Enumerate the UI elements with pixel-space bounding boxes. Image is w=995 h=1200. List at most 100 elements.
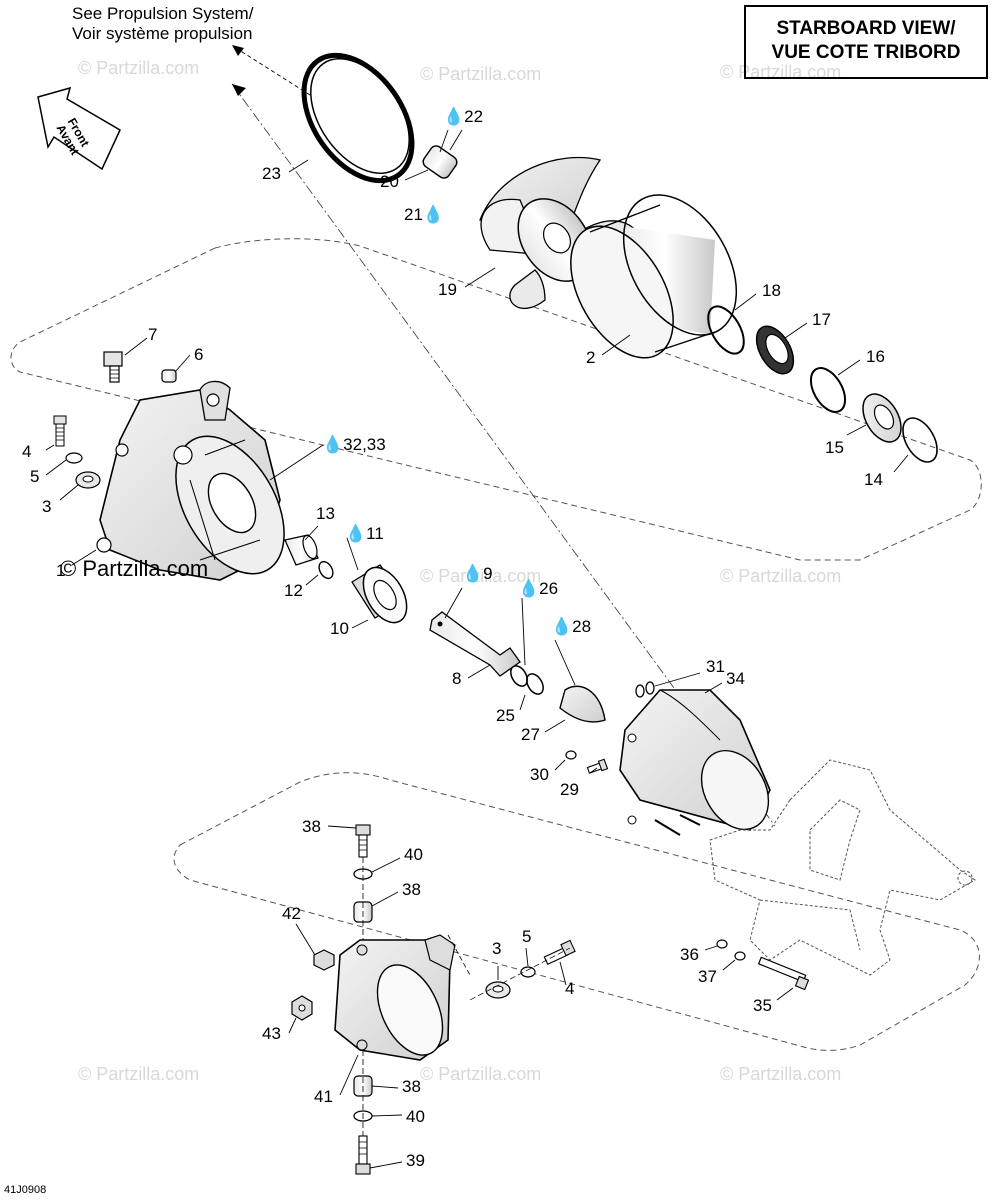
watermark: © Partzilla.com (420, 1064, 542, 1084)
reference-note-en: See Propulsion System/ (72, 4, 254, 23)
callout-7: 7 (148, 325, 158, 344)
callout-11-label: 11 (366, 524, 384, 543)
view-label-en: STARBOARD VIEW/ (776, 18, 956, 39)
part-16-ring (809, 367, 847, 413)
oil-drop-icon: 💧 (443, 107, 465, 126)
callout-28: 💧28 (551, 618, 591, 636)
part-29-screw (586, 758, 609, 774)
part-3-bushing (75, 471, 101, 489)
ghost-bracket (709, 759, 976, 976)
front-arrow-icon (37, 86, 121, 171)
callout-15: 15 (825, 438, 844, 457)
callout-40: 40 (406, 1107, 425, 1126)
part-38-bolt-upper (355, 824, 371, 858)
part-1-pump-housing (96, 380, 285, 581)
partzilla-watermark: © Partzilla.com (60, 556, 209, 581)
callout-22: 💧22 (443, 108, 483, 126)
part-4-bolt-lower (543, 939, 576, 966)
oil-drop-icon: 💧 (518, 579, 540, 598)
part-18-circlip (707, 305, 745, 355)
callout-16: 16 (866, 347, 885, 366)
callout-38: 38 (402, 1077, 421, 1096)
diagram-code: 41J0908 (4, 1184, 47, 1196)
callout-39: 39 (406, 1151, 425, 1170)
callout-17: 17 (812, 310, 831, 329)
callout-8: 8 (452, 669, 462, 688)
callout-26: 💧26 (518, 580, 558, 598)
part-25-o-ring (510, 665, 528, 687)
callout-6: 6 (194, 345, 204, 364)
part-20-sleeve (422, 145, 458, 179)
watermark: © Partzilla.com (78, 1064, 200, 1084)
callout-42: 42 (282, 904, 301, 923)
watermark: © Partzilla.com (420, 566, 542, 586)
part-35-bolt (757, 956, 810, 991)
part-27-cone (559, 685, 606, 723)
callout-21: 21💧 (404, 206, 444, 224)
callout-29: 29 (560, 780, 579, 799)
part-23-ring (301, 52, 415, 184)
watermark: © Partzilla.com (720, 566, 842, 586)
part-5-washer (65, 452, 83, 464)
part-41-steering-sleeve (334, 934, 456, 1061)
reference-note-fr: Voir système propulsion (72, 24, 253, 43)
callout-18: 18 (762, 281, 781, 300)
part-31-o-ring (645, 681, 655, 695)
part-12-o-ring (318, 560, 334, 580)
callout-11: 💧11 (345, 525, 384, 543)
part-25-o-ring (526, 673, 544, 695)
part-15-bearing (862, 393, 902, 443)
callout-22-label: 22 (464, 107, 484, 126)
callout-5: 5 (30, 467, 40, 486)
callout-14: 14 (864, 470, 883, 489)
callout-21-label: 21 (404, 205, 423, 224)
oil-drop-icon: 💧 (551, 617, 573, 636)
callout-23: 23 (262, 164, 281, 183)
callout-19: 19 (438, 280, 457, 299)
group-outline-lower (173, 772, 980, 1051)
callout-26-label: 26 (539, 579, 559, 598)
callout-25: 25 (496, 706, 515, 725)
callout-3: 3 (42, 497, 52, 516)
oil-drop-icon: 💧 (422, 205, 445, 224)
callout-40: 40 (404, 845, 423, 864)
part-3-bushing-lower (485, 981, 511, 999)
callout-32-33-label: 32,33 (343, 435, 386, 454)
callout-10: 10 (330, 619, 349, 638)
part-7-drain-plug (103, 351, 123, 383)
part-4-bolt (53, 415, 67, 447)
callout-28-label: 28 (572, 617, 592, 636)
propulsion-reference-note: See Propulsion System/ Voir système prop… (72, 4, 253, 44)
callout-43: 43 (262, 1024, 281, 1043)
oil-drop-icon: 💧 (322, 435, 344, 454)
watermark: © Partzilla.com (720, 1064, 842, 1084)
callout-3: 3 (492, 939, 502, 958)
callout-38: 38 (402, 880, 421, 899)
callout-37: 37 (698, 967, 717, 986)
part-43-nut (291, 995, 313, 1021)
oil-drop-icon: 💧 (345, 524, 367, 543)
callout-38: 38 (302, 817, 321, 836)
part-5-washer-lower (520, 966, 536, 978)
view-label-box: STARBOARD VIEW/ VUE COTE TRIBORD (744, 5, 988, 79)
group-outline-upper (10, 238, 982, 561)
callout-30: 30 (530, 765, 549, 784)
part-13-sleeve (284, 534, 319, 566)
callout-35: 35 (753, 996, 772, 1015)
part-17-seal (755, 325, 795, 375)
callout-41: 41 (314, 1087, 333, 1106)
callout-4: 4 (565, 979, 575, 998)
callout-5: 5 (522, 927, 532, 946)
leader-lines (45, 129, 909, 1169)
part-2-wear-ring (570, 194, 738, 359)
part-6-sleeve (161, 369, 177, 383)
callout-34: 34 (726, 669, 745, 688)
callout-9-label: 9 (483, 564, 493, 583)
callout-20: 20 (380, 172, 399, 191)
callout-4: 4 (22, 442, 32, 461)
callout-2: 2 (586, 348, 596, 367)
callout-32-33: 💧32,33 (322, 436, 386, 454)
callout-31: 31 (706, 657, 725, 676)
callout-9: 💧9 (462, 565, 493, 583)
